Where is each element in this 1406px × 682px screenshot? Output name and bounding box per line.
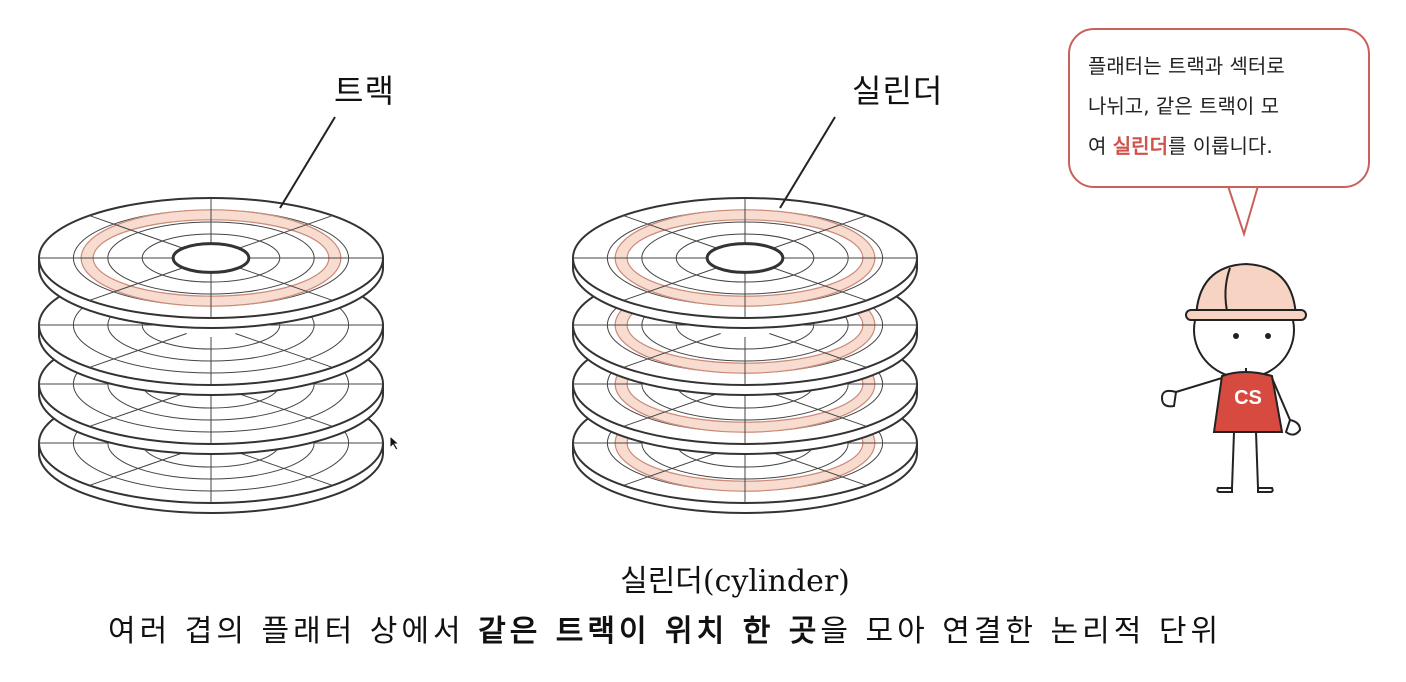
bubble-line-1: 플래터는 트랙과 섹터로 — [1088, 54, 1285, 78]
mascot-character: CS — [1160, 262, 1307, 493]
track-pointer-line — [279, 116, 336, 209]
bubble-highlight-cylinder: 실린더 — [1112, 134, 1168, 158]
mascot-hand-right — [1284, 418, 1302, 436]
platter — [572, 197, 918, 329]
bubble-line-3-pre: 여 — [1088, 134, 1113, 158]
mascot-hand-left — [1160, 389, 1178, 408]
mascot-badge-cs: CS — [1234, 387, 1262, 409]
track-label: 트랙 — [334, 72, 395, 110]
mouse-cursor-icon — [389, 435, 401, 451]
spindle-hole — [705, 242, 785, 274]
cylinder-pointer-line — [779, 116, 836, 209]
caption-desc-pre: 여러 겹의 플래터 상에서 — [108, 614, 479, 649]
speech-bubble-tail — [1227, 185, 1259, 238]
mascot-shirt — [1212, 371, 1284, 433]
platter-stack-cylinder — [572, 197, 918, 514]
bubble-line-2: 나뉘고, 같은 트랙이 모 — [1088, 94, 1280, 118]
caption-description: 여러 겹의 플래터 상에서 같은 트랙이 위치 한 곳을 모아 연결한 논리적 … — [108, 606, 1368, 650]
bubble-line-3: 여 실린더를 이룹니다. — [1088, 126, 1350, 166]
spindle-hole — [171, 242, 251, 274]
caption-desc-post: 을 모아 연결한 논리적 단위 — [820, 614, 1223, 649]
platter-stack-track — [38, 197, 384, 514]
helmet-icon — [1194, 262, 1298, 319]
platter — [38, 197, 384, 329]
caption-title: 실린더(cylinder) — [620, 564, 850, 599]
caption-desc-bold: 같은 트랙이 위치 한 곳 — [478, 614, 821, 649]
cylinder-label: 실린더 — [852, 72, 944, 110]
bubble-line-3-post: 를 이룹니다. — [1167, 134, 1273, 158]
speech-bubble: 플래터는 트랙과 섹터로 나뉘고, 같은 트랙이 모 여 실린더를 이룹니다. — [1068, 28, 1370, 188]
